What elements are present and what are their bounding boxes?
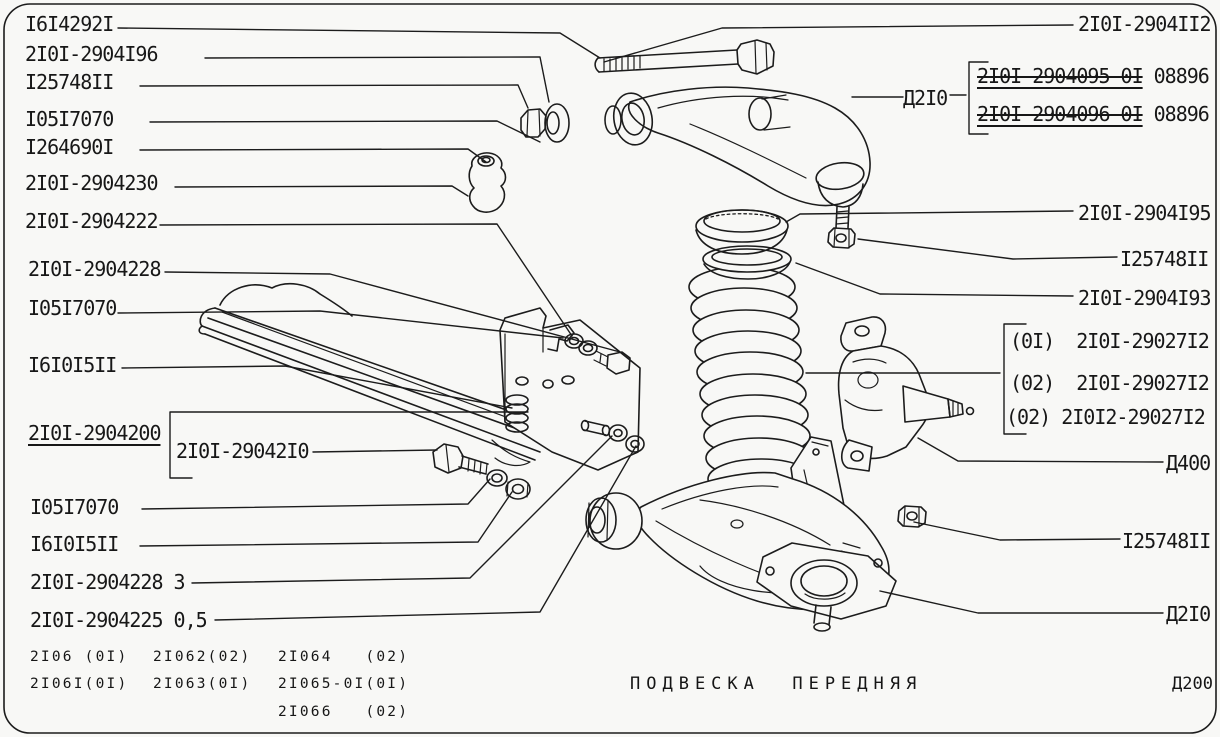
leader-line	[139, 148, 487, 163]
leader-line	[785, 210, 1074, 223]
figure-title: ПОДВЕСКА ПЕРЕДНЯЯ	[630, 674, 923, 694]
leader-line	[857, 238, 1118, 260]
upper-control-arm	[604, 86, 871, 229]
part-label: 2I0I-2904I93	[1078, 286, 1211, 310]
part-label: 2I0I-2904I96	[25, 42, 158, 66]
applicability-cell: 2I06 (0I)	[30, 649, 129, 665]
superseded-part-label: 2I0I-2904096-0I 08896	[977, 102, 1210, 126]
part-label: I264690I	[25, 135, 114, 159]
part-label: I25748II	[25, 70, 114, 94]
supersession-code: 08896	[1153, 64, 1210, 88]
leader-line	[603, 24, 1074, 63]
leader-line	[139, 491, 513, 547]
leader-line	[191, 435, 613, 584]
leader-line	[149, 120, 541, 143]
part-label: I05I7070	[30, 495, 119, 519]
part-label: I25748II	[1122, 529, 1211, 553]
leader-line	[159, 223, 573, 337]
leader-line	[879, 590, 1164, 614]
part-label: 2I0I-29042I0	[176, 439, 309, 463]
applicability-cell: 2I06I(0I)	[30, 676, 129, 692]
group-bracket	[968, 61, 989, 135]
superseded-part-label: 2I0I-2904095-0I 08896	[977, 64, 1210, 88]
leader-line	[174, 185, 469, 197]
part-label: Д400	[1166, 451, 1211, 475]
supersession-code: 08896	[1153, 102, 1210, 126]
part-label: Д2I0	[903, 86, 948, 110]
lower-control-arm	[585, 436, 897, 632]
leader-line	[795, 262, 1074, 297]
coil-spring	[688, 266, 815, 500]
option-part-label: (02) 2I0I-29027I2	[1010, 371, 1210, 395]
part-label: 2I0I-2904228 3	[30, 570, 186, 594]
spring-upper-seat	[695, 209, 789, 255]
group-bracket	[1003, 323, 1027, 435]
superseded-number: 2I0I-2904096-0I	[977, 102, 1144, 126]
option-part-label: (0I) 2I0I-29027I2	[1010, 329, 1210, 353]
leader-line	[214, 445, 637, 621]
steering-knuckle	[837, 316, 975, 472]
applicability-cell: 2I066 (02)	[278, 704, 410, 720]
applicability-cell: 2I063(0I)	[153, 676, 252, 692]
lower-arm-nut	[897, 505, 927, 528]
part-label: 2I0I-2904225 0,5	[30, 608, 208, 632]
applicability-cell: 2I064 (02)	[278, 649, 410, 665]
sheet-code: Д200	[1172, 674, 1213, 694]
part-label: Д2I0	[1166, 602, 1211, 626]
superseded-number: 2I0I-2904095-0I	[977, 64, 1144, 88]
part-label: 2I0I-2904II2	[1078, 12, 1211, 36]
part-label: 2I0I-2904230	[25, 171, 158, 195]
part-label: 2I0I-2904228	[28, 257, 161, 281]
part-label: I05I7070	[28, 296, 117, 320]
applicability-cell: 2I062(02)	[153, 649, 252, 665]
part-label: I6I0I5II	[30, 532, 119, 556]
applicability-cell: 2I065-0I(0I)	[278, 676, 410, 692]
part-label: I6I0I5II	[28, 353, 117, 377]
part-label: I6I4292I	[25, 12, 114, 36]
part-label: I25748II	[1120, 247, 1209, 271]
leader-line	[917, 437, 1164, 463]
upper-stud-nut	[827, 227, 856, 249]
leader-line	[312, 449, 438, 453]
bump-stop-buffer	[468, 152, 507, 213]
leader-line	[121, 365, 513, 409]
part-label: I05I7070	[25, 107, 114, 131]
leader-line	[164, 271, 621, 353]
leader-line	[117, 310, 564, 339]
leader-lines	[117, 24, 1164, 621]
option-part-label: (02) 2I0I2-29027I2	[1006, 405, 1206, 429]
leader-line	[117, 27, 601, 59]
leader-line	[204, 56, 550, 103]
part-label: 2I0I-2904I95	[1078, 201, 1211, 225]
leader-line	[913, 521, 1121, 541]
group-bracket	[169, 411, 529, 479]
leader-line	[141, 478, 491, 510]
page-border	[3, 3, 1217, 734]
leader-line	[139, 84, 529, 109]
part-label: 2I0I-2904200	[28, 421, 161, 445]
upper-bolt-nut-washer	[520, 103, 570, 143]
part-label: 2I0I-2904222	[25, 209, 158, 233]
